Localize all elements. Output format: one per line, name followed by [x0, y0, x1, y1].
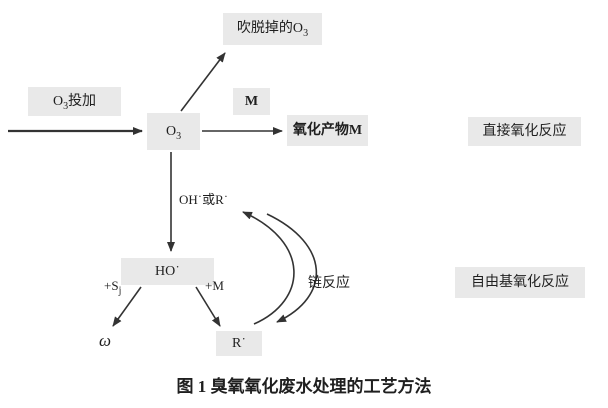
arrow-chain-up [242, 211, 295, 325]
node-o3-feed: O3投加 [28, 87, 121, 116]
omega-text: ω [99, 331, 112, 350]
arrow-ho-to-omega [112, 286, 142, 327]
plus-m-text: +M [205, 278, 224, 293]
stripped-o3-text: 吹脱掉的O3 [236, 21, 309, 40]
radical-reaction-text: 自由基氧化反应 [471, 274, 569, 290]
plus-sj-text: +Sj [104, 278, 122, 297]
node-o3: O3 [147, 113, 200, 150]
r-radical-text: R˙ [232, 335, 246, 351]
oh-or-r-text: OH˙或R˙ [179, 192, 229, 207]
arrow-ho-to-r [195, 286, 221, 327]
figure-caption: 图 1 臭氧氧化废水处理的工艺方法 [176, 377, 432, 396]
node-stripped-o3: 吹脱掉的O3 [223, 13, 322, 45]
o3-text: O3 [165, 123, 182, 142]
label-chain-reaction: 链反应 [308, 272, 350, 292]
chain-reaction-text: 链反应 [308, 276, 350, 291]
node-ho-radical: HO˙ [121, 258, 214, 285]
arrow-chain-down [266, 213, 318, 323]
node-m: M [233, 88, 270, 115]
label-plus-m: +M [205, 278, 224, 294]
node-direct-reaction: 直接氧化反应 [468, 117, 581, 146]
node-r-radical: R˙ [216, 331, 262, 356]
direct-reaction-text: 直接氧化反应 [482, 123, 567, 139]
node-radical-reaction: 自由基氧化反应 [455, 267, 585, 298]
arrow-o3-to-stripped [180, 52, 226, 112]
ho-radical-text: HO˙ [155, 263, 180, 279]
label-omega: ω [99, 331, 111, 351]
o3-feed-text: O3投加 [52, 93, 97, 112]
label-oh-or-r: OH˙或R˙ [179, 189, 228, 208]
oxidation-product-text: 氧化产物M [292, 122, 363, 138]
node-oxidation-product: 氧化产物M [287, 115, 368, 146]
label-plus-sj: +Sj [104, 278, 122, 297]
m-text: M [244, 93, 259, 109]
